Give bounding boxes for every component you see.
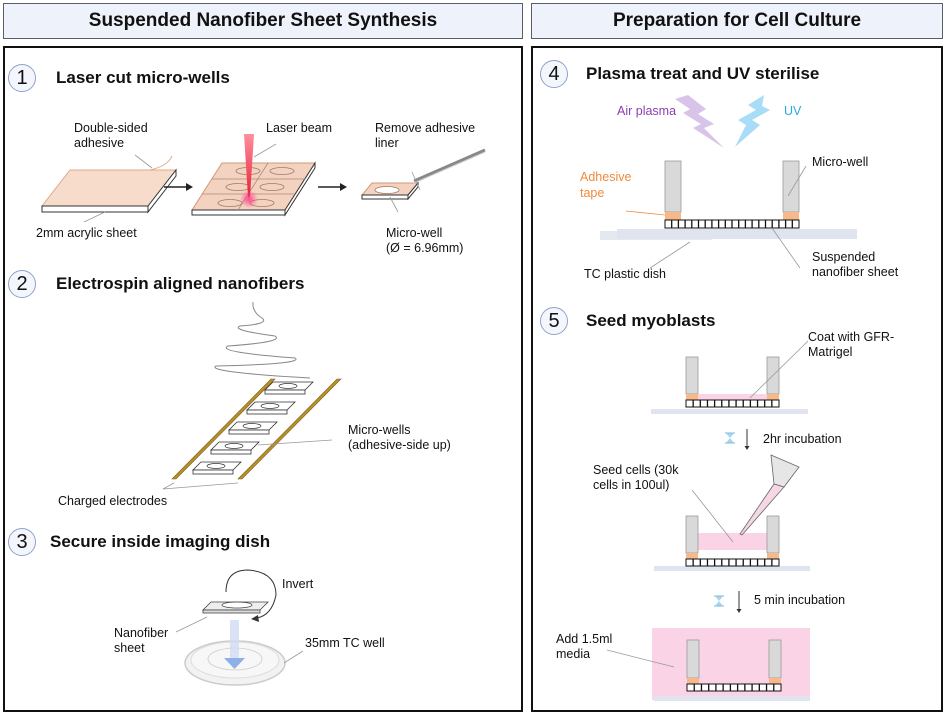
label-nanofiber-sheet: nanofiber sheet [812, 265, 899, 279]
label-micro-well: Micro-well [812, 155, 869, 169]
step-3-heading: 3 Secure inside imaging dish [8, 528, 270, 556]
label-add-media-1: Add 1.5ml [556, 632, 613, 646]
label-remove-liner-2: liner [375, 136, 399, 150]
step-badge: 2 [8, 270, 36, 298]
nanofiber-mesh [686, 683, 782, 692]
label-2hr-incubation: 2hr incubation [763, 432, 842, 446]
adhesive-tape-right [783, 212, 799, 220]
header-nanofiber-synthesis: Suspended Nanofiber Sheet Synthesis [3, 3, 523, 39]
step-4-heading: 4 Plasma treat and UV sterilise [540, 60, 819, 88]
nanofiber-mesh [664, 219, 800, 229]
laser-cut-sheet-icon [191, 161, 316, 217]
step-badge: 5 [540, 307, 568, 335]
header-cell-culture: Preparation for Cell Culture [531, 3, 943, 39]
nanofiber-mesh [685, 558, 780, 567]
panel-synthesis [3, 46, 523, 712]
label-uv: UV [784, 104, 802, 118]
label-adhesive-tape-2: tape [580, 186, 605, 200]
step-2-heading: 2 Electrospin aligned nanofibers [8, 270, 304, 298]
step-badge: 1 [8, 64, 36, 92]
step-title: Laser cut micro-wells [56, 68, 230, 87]
label-5min-incubation: 5 min incubation [754, 593, 846, 607]
micro-wells-row-icon [192, 381, 314, 475]
step-1-heading: 1 Laser cut micro-wells [8, 64, 230, 92]
nanofiber-mesh [685, 399, 780, 408]
label-adhesive: adhesive [74, 136, 125, 150]
label-micro-well-diameter: (Ø = 6.96mm) [386, 241, 464, 255]
label-coat-gfr: Coat with GFR- [808, 330, 895, 344]
down-arrow-icon [736, 591, 742, 613]
hourglass-icon [714, 595, 724, 607]
step-title: Seed myoblasts [586, 311, 716, 330]
invert-arrow-icon [225, 569, 277, 619]
label-micro-well: Micro-well [386, 226, 443, 240]
label-micro-wells: Micro-wells [348, 423, 411, 437]
uv-bolt-icon [735, 95, 770, 147]
label-seed-cells-2: cells in 100ul) [593, 478, 670, 492]
pipette-icon [739, 454, 800, 536]
matrigel-coat [698, 394, 767, 400]
step-title: Plasma treat and UV sterilise [586, 64, 820, 83]
label-air-plasma: Air plasma [617, 104, 677, 118]
acrylic-sheet-icon [40, 155, 178, 214]
step-badge: 4 [540, 60, 568, 88]
step-title: Electrospin aligned nanofibers [56, 274, 305, 293]
header-left-text: Suspended Nanofiber Sheet Synthesis [88, 10, 438, 31]
label-add-media-2: media [556, 647, 591, 661]
label-adhesive-side-up: (adhesive-side up) [348, 438, 451, 452]
step-5-heading: 5 Seed myoblasts [540, 307, 715, 335]
label-double-sided: Double-sided [74, 121, 148, 135]
tc-dish-surface [617, 229, 857, 239]
label-nanofiber: Nanofiber [114, 626, 169, 640]
label-suspended: Suspended [812, 250, 876, 264]
panel-cell-culture [531, 46, 943, 712]
micro-well-icon [360, 181, 420, 201]
nanofiber-jet-icon [214, 301, 311, 379]
label-matrigel: Matrigel [808, 345, 853, 359]
arrow-right-icon [164, 183, 193, 191]
arrow-right-icon [318, 183, 347, 191]
nanofiber-sheet-icon [202, 601, 269, 614]
tweezers-icon [413, 148, 486, 184]
laser-beam-icon [240, 134, 258, 208]
label-sheet: sheet [114, 641, 145, 655]
down-arrow-icon [744, 429, 750, 450]
step-badge: 3 [8, 528, 36, 556]
electrode-right-icon [237, 378, 342, 480]
header-right-text: Preparation for Cell Culture [612, 10, 862, 31]
label-seed-cells-1: Seed cells (30k [593, 463, 679, 477]
electrode-left-icon [171, 378, 276, 480]
air-plasma-bolt-icon [675, 95, 724, 148]
down-arrow-icon [224, 620, 245, 669]
hourglass-icon [725, 432, 735, 444]
label-acrylic-sheet: 2mm acrylic sheet [36, 226, 137, 240]
label-charged-electrodes: Charged electrodes [58, 494, 168, 508]
label-tc-well: 35mm TC well [305, 636, 385, 650]
label-remove-liner-1: Remove adhesive [375, 121, 476, 135]
label-tc-plastic-dish: TC plastic dish [584, 267, 666, 281]
adhesive-tape-left [665, 212, 681, 220]
label-invert: Invert [282, 577, 314, 591]
label-laser-beam: Laser beam [266, 121, 333, 135]
step-title: Secure inside imaging dish [50, 532, 271, 551]
label-adhesive-tape-1: Adhesive [580, 170, 632, 184]
